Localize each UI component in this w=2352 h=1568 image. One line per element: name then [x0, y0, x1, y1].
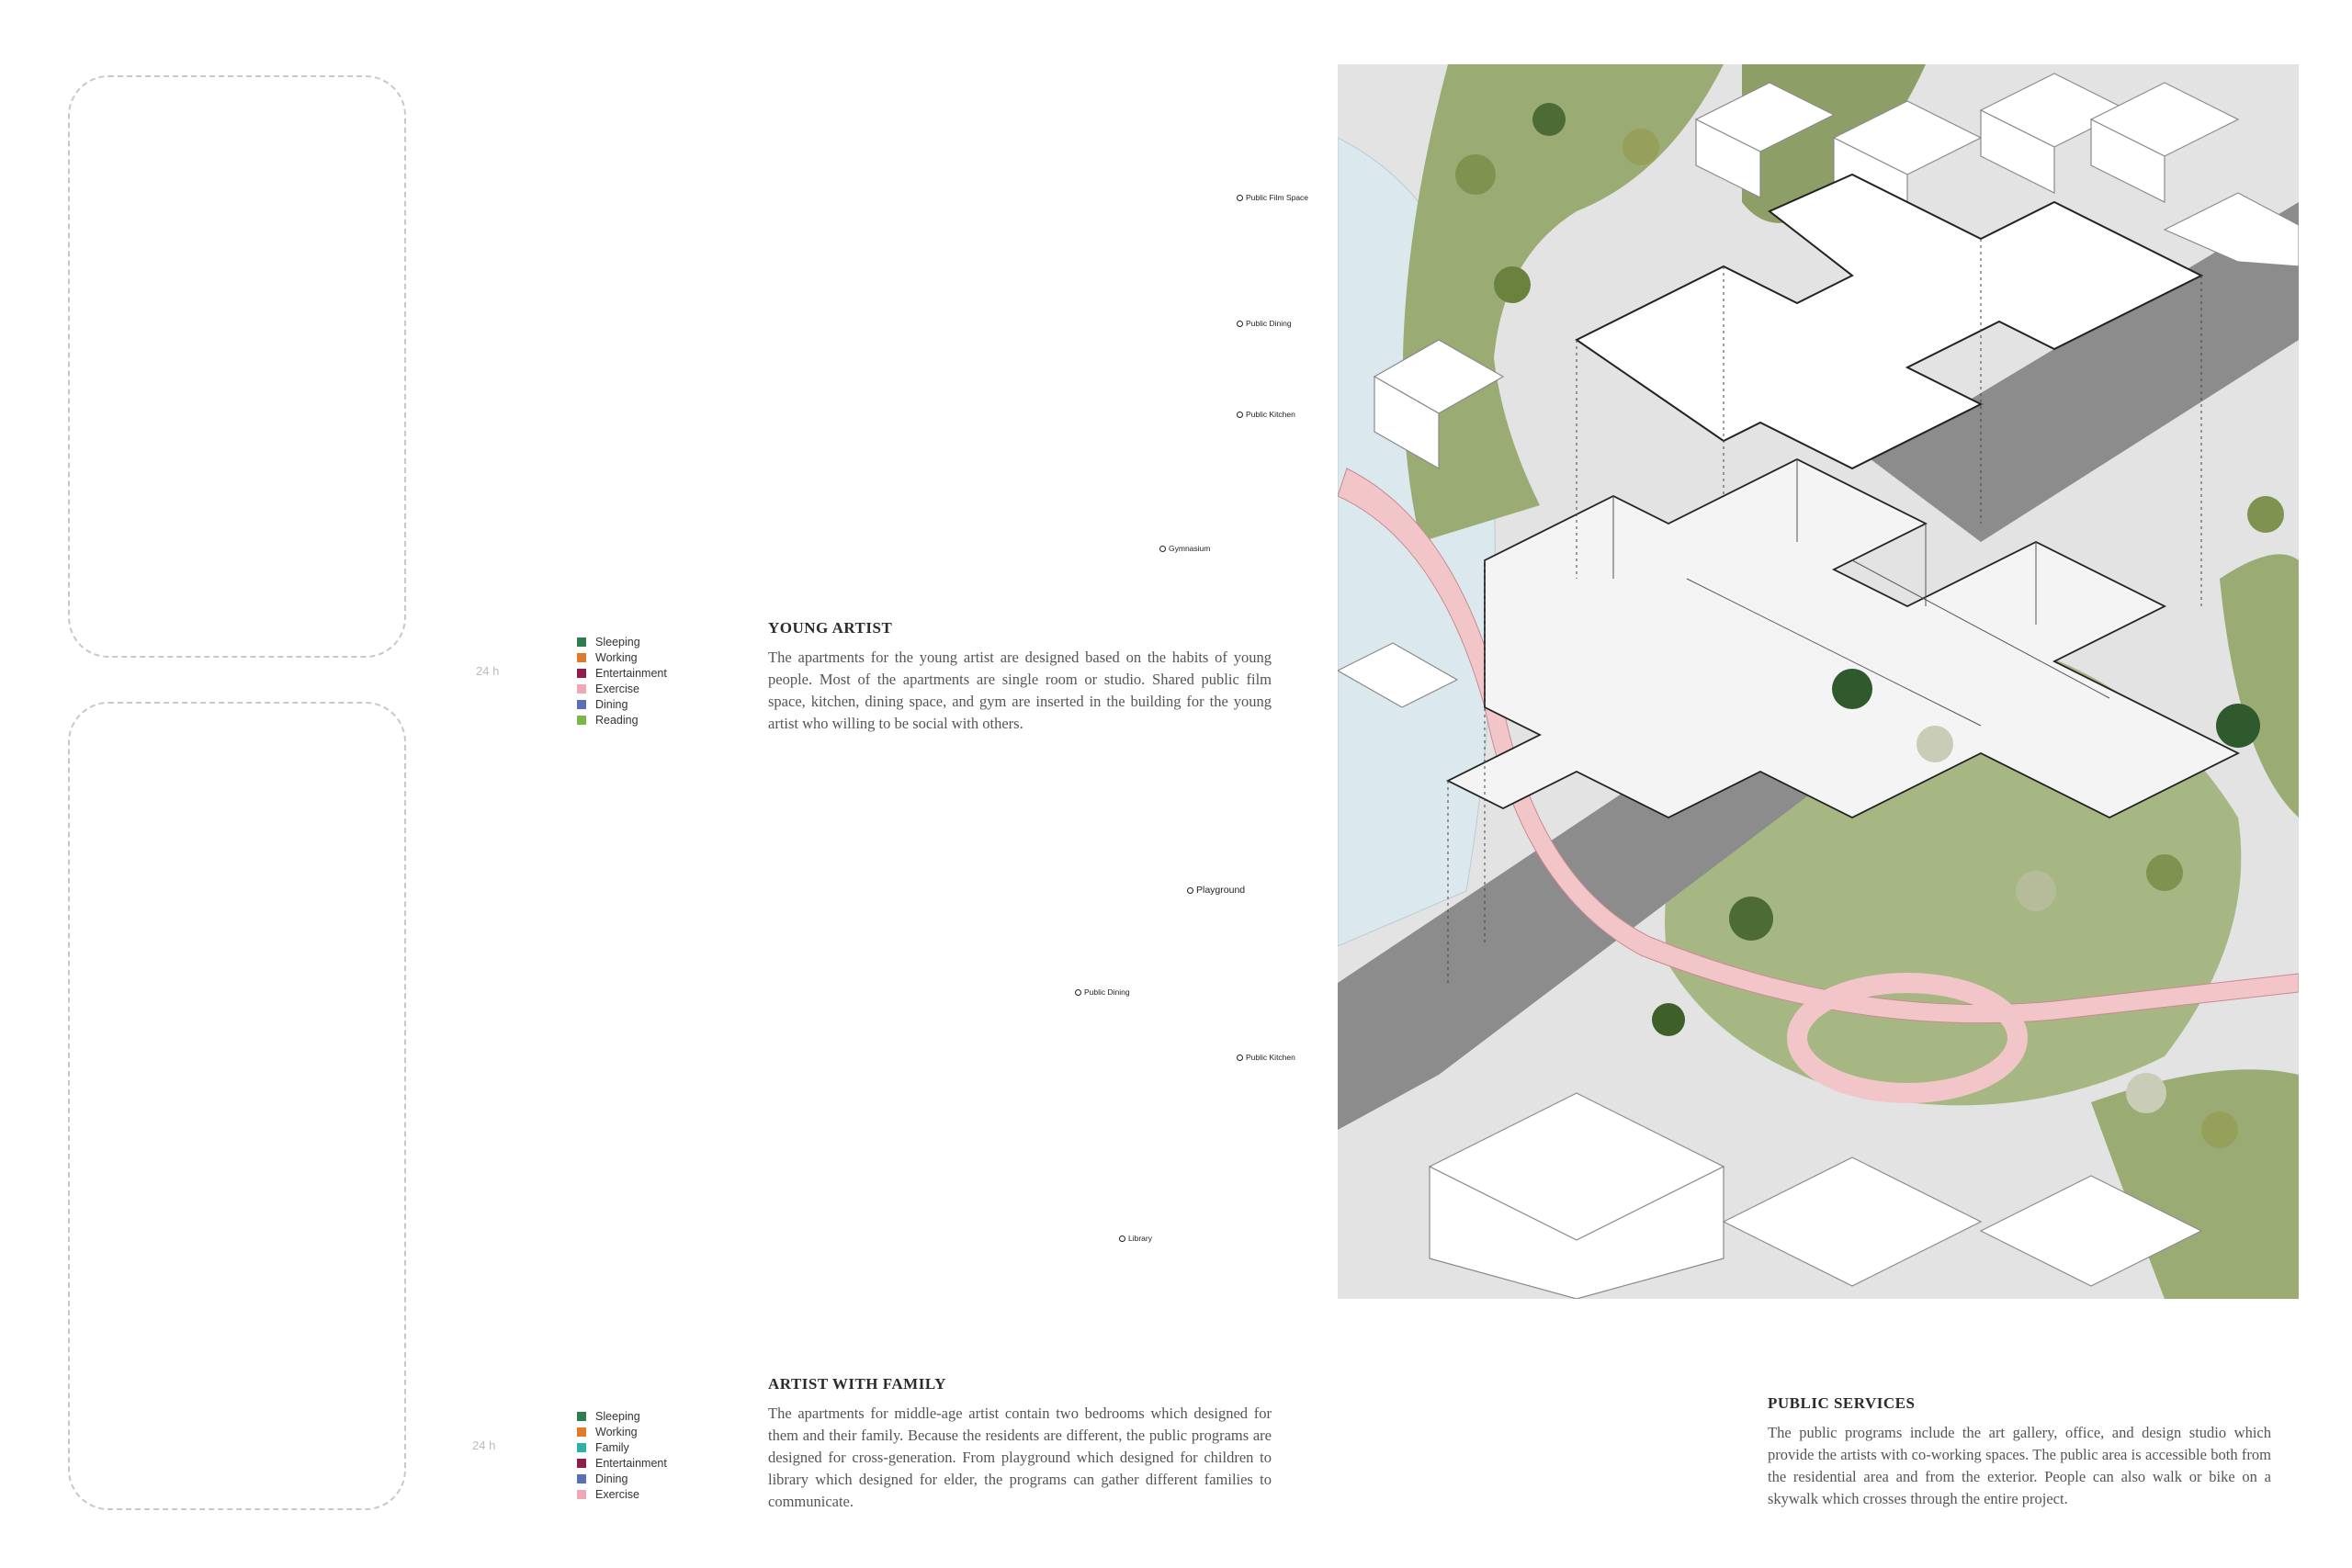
legend-label: Family	[595, 1440, 629, 1454]
legend-label: Exercise	[595, 682, 639, 695]
legend-label: Sleeping	[595, 635, 640, 649]
legend-swatch	[577, 1458, 586, 1468]
label-public-kitchen: Public Kitchen	[1237, 410, 1295, 419]
legend-label: Dining	[595, 697, 628, 711]
legend-label: Sleeping	[595, 1409, 640, 1423]
public-services-description: The public programs include the art gall…	[1768, 1424, 2271, 1507]
legend-swatch	[577, 699, 586, 709]
young-artist-title: YOUNG ARTIST	[768, 619, 893, 637]
unit-panel-young-artist	[68, 75, 406, 658]
young-clock-label: 24 h	[476, 664, 500, 678]
unit-panel-artist-family	[68, 702, 406, 1510]
label-public-dining: Public Dining	[1237, 319, 1292, 328]
label-family-public-kitchen: Public Kitchen	[1237, 1053, 1295, 1062]
family-title: ARTIST WITH FAMILY	[768, 1375, 946, 1393]
legend-swatch	[577, 683, 586, 694]
legend-label: Working	[595, 1425, 638, 1438]
legend-swatch	[577, 668, 586, 678]
legend-swatch	[577, 1489, 586, 1499]
label-family-public-dining: Public Dining	[1075, 987, 1130, 997]
legend-label: Entertainment	[595, 666, 667, 680]
legend-swatch	[577, 715, 586, 725]
label-gymnasium: Gymnasium	[1159, 544, 1210, 553]
legend-swatch	[577, 637, 586, 647]
legend-label: Dining	[595, 1472, 628, 1485]
public-services-site-axonometric	[1338, 64, 2299, 1299]
legend-label: Reading	[595, 713, 639, 727]
legend-swatch	[577, 1442, 586, 1452]
label-public-film-space: Public Film Space	[1237, 193, 1308, 202]
legend-swatch	[577, 1427, 586, 1437]
legend-swatch	[577, 1411, 586, 1421]
legend-label: Exercise	[595, 1487, 639, 1501]
young-artist-description: The apartments for the young artist are …	[768, 649, 1272, 732]
legend-swatch	[577, 652, 586, 662]
legend-label: Working	[595, 650, 638, 664]
legend-label: Entertainment	[595, 1456, 667, 1470]
young-artist-legend: Sleeping Working Entertainment Exercise …	[577, 634, 667, 728]
family-legend: Sleeping Working Family Entertainment Di…	[577, 1408, 667, 1502]
family-clock-label: 24 h	[472, 1438, 496, 1452]
legend-swatch	[577, 1473, 586, 1483]
label-playground: Playground	[1187, 885, 1245, 896]
family-description: The apartments for middle-age artist con…	[768, 1404, 1272, 1510]
label-library: Library	[1119, 1234, 1152, 1243]
public-services-title: PUBLIC SERVICES	[1768, 1394, 1916, 1412]
